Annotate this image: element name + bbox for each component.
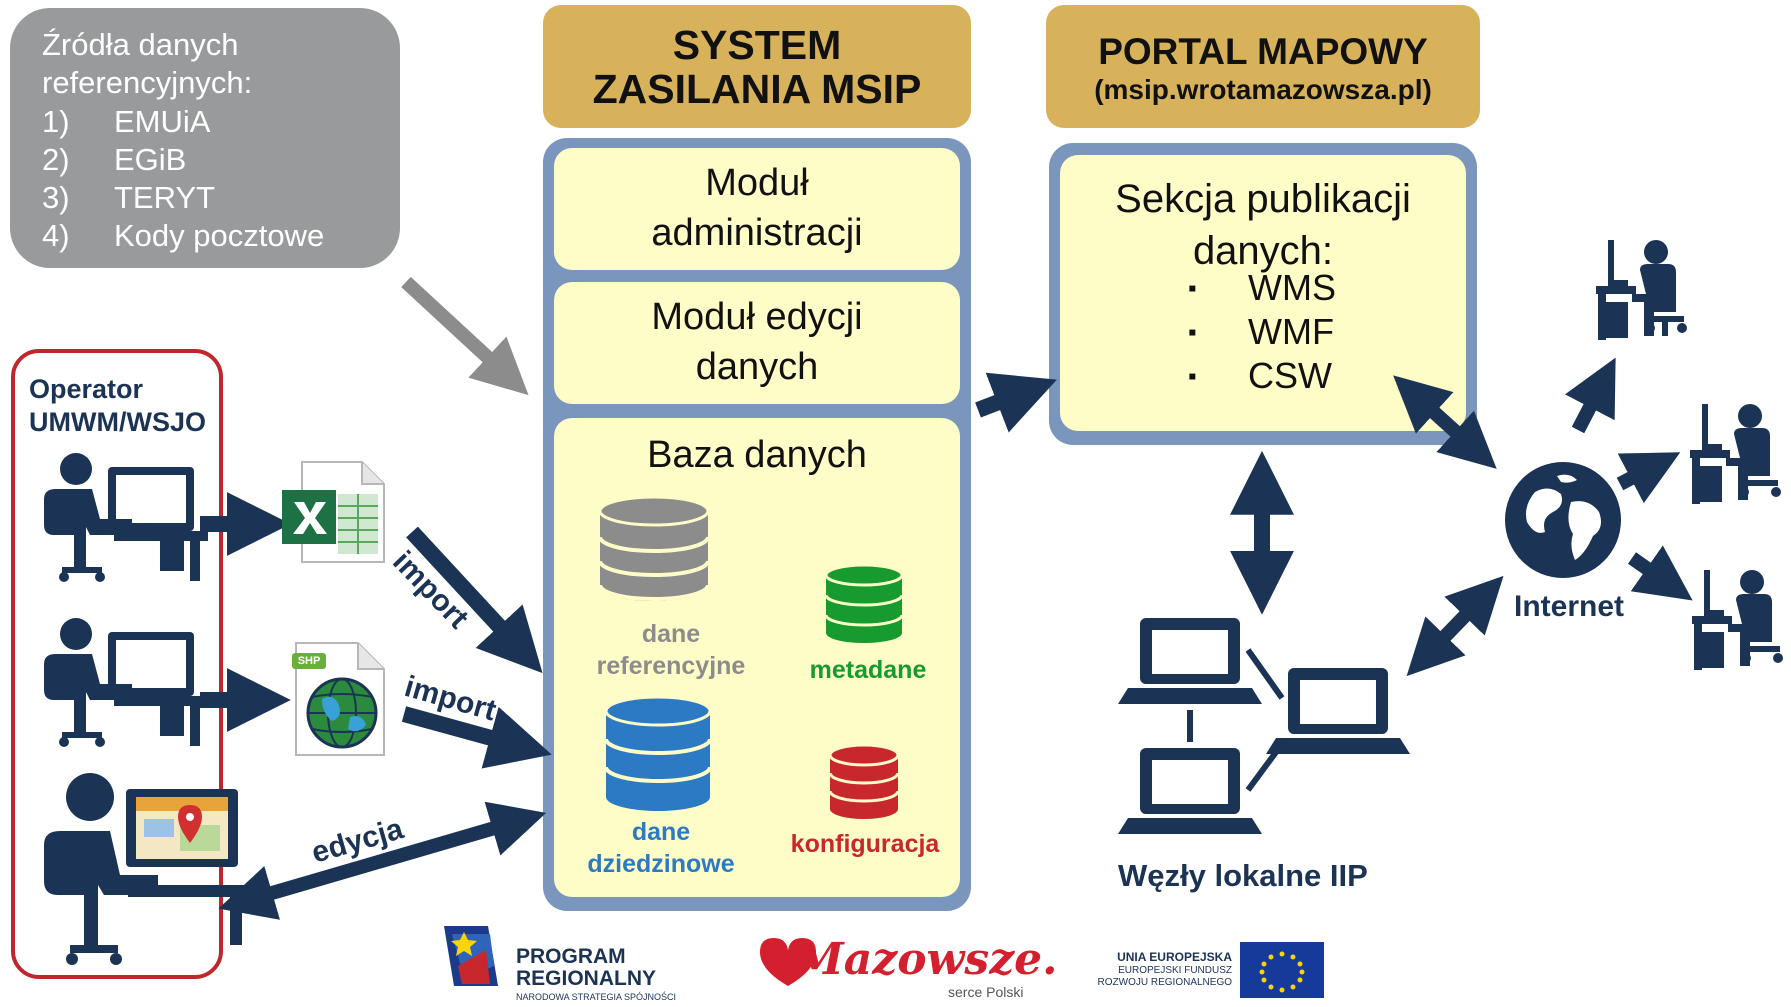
local-nodes-label: Węzły lokalne IIP	[1118, 858, 1368, 893]
system-header-line1: SYSTEM	[672, 22, 842, 68]
mazowsze-heart-icon	[760, 938, 816, 986]
eu-line2: EUROPEJSKI FUNDUSZ	[1118, 965, 1232, 976]
operator-line1: Operator	[29, 374, 144, 404]
mazowsze-logo-text: Mazowsze.	[795, 934, 1058, 985]
source-item-postal-codes: Kody pocztowe	[114, 218, 325, 253]
module-admin-line2: administracji	[651, 212, 863, 254]
db-label-metadata-line1: metadane	[809, 656, 927, 684]
sources-title-line2: referencyjnych:	[42, 65, 253, 100]
portal-header-line1: PORTAL MAPOWY	[1098, 31, 1428, 72]
source-item-emuia: EMUiA	[114, 104, 211, 139]
operator-editor-map-icon	[44, 773, 246, 965]
service-csw: CSW	[1248, 355, 1332, 396]
operator-person-1-icon	[44, 453, 208, 582]
db-label-domain: dane dziedzinowe	[566, 816, 756, 880]
remote-user-1-icon	[1596, 240, 1687, 340]
source-item-egib: EGiB	[114, 142, 187, 177]
operator-line2: UMWM/WSJO	[29, 407, 206, 437]
shp-badge: SHP	[297, 655, 321, 667]
reference-sources-box: Źródła danych referencyjnych: 1) EMUiA 2…	[10, 8, 400, 268]
eu-flag-icon	[1240, 942, 1324, 998]
database-title: Baza danych	[647, 434, 867, 476]
system-to-portal-arrow	[975, 372, 1057, 433]
module-edit-line2: danych	[695, 346, 819, 388]
internet-to-user-3-arrow	[1627, 545, 1693, 601]
module-admin-line1: Moduł	[705, 162, 809, 204]
system-header: SYSTEM ZASILANIA MSIP	[543, 5, 971, 128]
eu-line3: ROZWOJU REGIONALNEGO	[1097, 977, 1232, 988]
source-item-teryt: TERYT	[114, 180, 216, 215]
db-label-reference: dane referencyjne	[566, 618, 776, 682]
db-label-reference-line2: referencyjne	[596, 652, 746, 680]
program-regionalny-logo-icon	[444, 926, 498, 986]
publication-line2: danych:	[1192, 229, 1334, 273]
database-domain-icon	[604, 695, 712, 811]
local-nodes-network-icon	[1118, 618, 1410, 834]
edit-double-arrow	[218, 801, 547, 920]
db-label-config-line1: konfiguracja	[790, 830, 940, 858]
internet-local-nodes-arrow	[1406, 575, 1504, 677]
service-wmf: WMF	[1248, 311, 1334, 352]
module-data-edit: Moduł edycji danych	[554, 282, 960, 404]
module-edit-line1: Moduł edycji	[651, 296, 863, 338]
internet-to-user-2-arrow	[1616, 452, 1681, 504]
db-label-domain-line1: dane	[631, 818, 691, 846]
system-header-line2: ZASILANIA MSIP	[592, 66, 922, 112]
database-panel: Baza danych	[554, 418, 960, 897]
internet-to-user-1-arrow	[1564, 357, 1616, 434]
source-num-3: 3)	[42, 180, 70, 215]
database-metadata-icon	[824, 563, 904, 643]
db-label-metadata: metadane	[778, 654, 958, 686]
internet-label: Internet	[1514, 590, 1625, 623]
db-label-reference-line1: dane	[641, 620, 701, 648]
eu-line1: UNIA EUROPEJSKA	[1117, 950, 1232, 964]
source-num-2: 2)	[42, 142, 70, 177]
bullet-wmf: ▪	[1188, 319, 1197, 346]
remote-user-2-icon	[1690, 404, 1781, 504]
program-regionalny-line3: NARODOWA STRATEGIA SPÓJNOŚCI	[516, 992, 677, 1002]
import-shp-arrow	[401, 706, 552, 769]
program-regionalny-line1: PROGRAM	[516, 945, 626, 968]
excel-file-icon	[282, 461, 385, 563]
portal-internet-arrow	[1393, 375, 1497, 469]
db-label-domain-line2: dziedzinowe	[587, 850, 735, 878]
publication-section: Sekcja publikacji danych: ▪ WMS ▪ WMF ▪ …	[1060, 155, 1466, 431]
mazowsze-logo-sub: serce Polski	[948, 984, 1024, 1000]
module-administration: Moduł administracji	[554, 148, 960, 270]
source-num-4: 4)	[42, 218, 70, 253]
database-reference-icon	[598, 495, 710, 601]
publication-line1: Sekcja publikacji	[1115, 177, 1411, 221]
operator-person-2-icon	[44, 618, 208, 747]
bullet-csw: ▪	[1188, 363, 1197, 390]
shp-file-icon	[292, 642, 385, 756]
internet-globe-icon	[1505, 462, 1621, 578]
portal-header: PORTAL MAPOWY (msip.wrotamazowsza.pl)	[1046, 5, 1480, 128]
portal-header-url: (msip.wrotamazowsza.pl)	[1094, 74, 1432, 105]
service-wms: WMS	[1248, 267, 1336, 308]
bullet-wms: ▪	[1188, 275, 1197, 302]
portal-container: Sekcja publikacji danych: ▪ WMS ▪ WMF ▪ …	[1049, 143, 1477, 445]
remote-user-3-icon	[1692, 570, 1783, 670]
sources-title-line1: Źródła danych	[42, 27, 239, 62]
import-excel-arrow	[406, 526, 543, 674]
sources-to-system-arrow	[401, 276, 529, 396]
db-label-config: konfiguracja	[770, 828, 960, 860]
source-num-1: 1)	[42, 104, 70, 139]
database-config-icon	[828, 743, 900, 819]
program-regionalny-line2: REGIONALNY	[516, 967, 657, 990]
